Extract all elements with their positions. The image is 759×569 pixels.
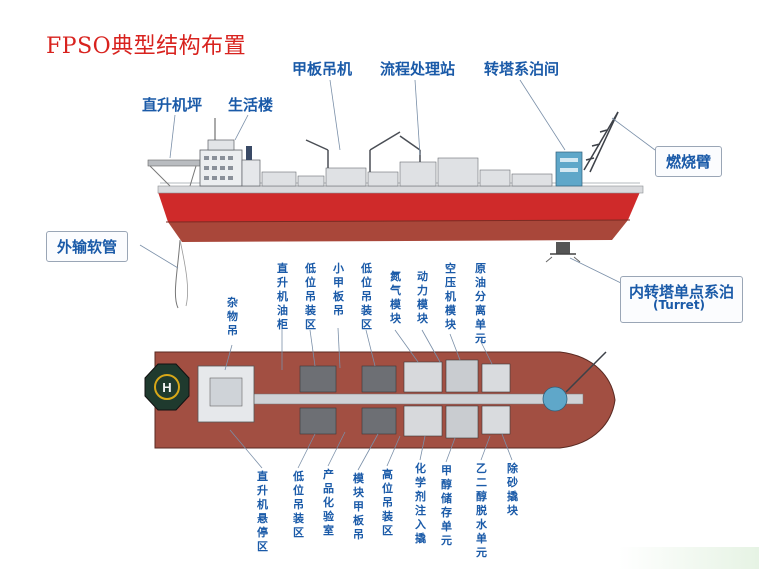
side-hull-lower	[168, 220, 628, 242]
label-process-station: 流程处理站	[380, 60, 456, 78]
label-internal-turret: 内转塔单点系泊	[620, 276, 744, 323]
svg-text:H: H	[162, 380, 171, 395]
side-living-quarters	[199, 118, 261, 187]
label-deck-crane: 甲板吊机	[292, 60, 353, 78]
vlabel-air-compressor-module: 空压机模块	[445, 262, 456, 331]
label-flare-boom: 燃烧臂	[655, 146, 723, 177]
vlabel-glycol-dehydration-unit: 乙二醇脱水单元	[476, 462, 487, 559]
vlabel-low-lift-zone-2: 低位吊装区	[361, 262, 372, 331]
side-export-hose	[174, 239, 181, 309]
plan-helideck: H	[144, 363, 190, 411]
vlabel-small-deck-crane: 小甲板吊	[333, 262, 344, 317]
vlabel-module-deck-crane: 模块甲板吊	[353, 472, 364, 541]
label-living-quarters: 生活楼	[228, 96, 274, 114]
vlabel-misc-crane: 杂物吊	[227, 296, 238, 337]
page-title: FPSO典型结构布置	[46, 34, 247, 59]
vlabel-low-lift-zone-3: 低位吊装区	[293, 470, 304, 539]
label-export-hose: 外输软管	[46, 231, 129, 262]
plan-view: H	[144, 351, 616, 449]
side-flare-boom	[583, 111, 619, 173]
side-hull-upper	[158, 192, 640, 222]
side-deck-cranes	[305, 131, 421, 172]
vlabel-nitrogen-module: 氮气模块	[390, 270, 401, 325]
vlabel-crude-separation-unit: 原油分离单元	[475, 262, 486, 345]
vlabel-product-lab: 产品化验室	[323, 468, 334, 537]
vlabel-heli-parking-zone: 直升机悬停区	[257, 470, 268, 553]
vlabel-low-lift-zone-1: 低位吊装区	[305, 262, 316, 331]
label-turret-en: (Turret)	[652, 298, 706, 312]
vlabel-heli-fuel-tank: 直升机油柜	[277, 262, 288, 331]
vlabel-chemical-injection: 化学剂注入撬	[415, 462, 426, 545]
side-turret-room	[555, 151, 583, 187]
vlabel-power-module: 动力模块	[417, 270, 428, 325]
corner-decoration	[619, 547, 759, 569]
leader-lines	[139, 79, 656, 471]
plan-turret-room	[542, 351, 607, 412]
side-process-modules	[261, 157, 553, 187]
side-view	[147, 111, 644, 309]
side-helideck	[147, 159, 201, 167]
label-helideck: 直升机坪	[142, 96, 203, 114]
side-internal-turret	[545, 242, 581, 263]
label-turret-room: 转塔系泊间	[484, 60, 560, 78]
vlabel-desander-skid: 除砂撬块	[507, 462, 518, 517]
plan-modules	[299, 359, 511, 439]
vlabel-high-lift-zone: 高位吊装区	[382, 468, 393, 537]
vlabel-methanol-storage-unit: 甲醇储存单元	[441, 464, 452, 547]
